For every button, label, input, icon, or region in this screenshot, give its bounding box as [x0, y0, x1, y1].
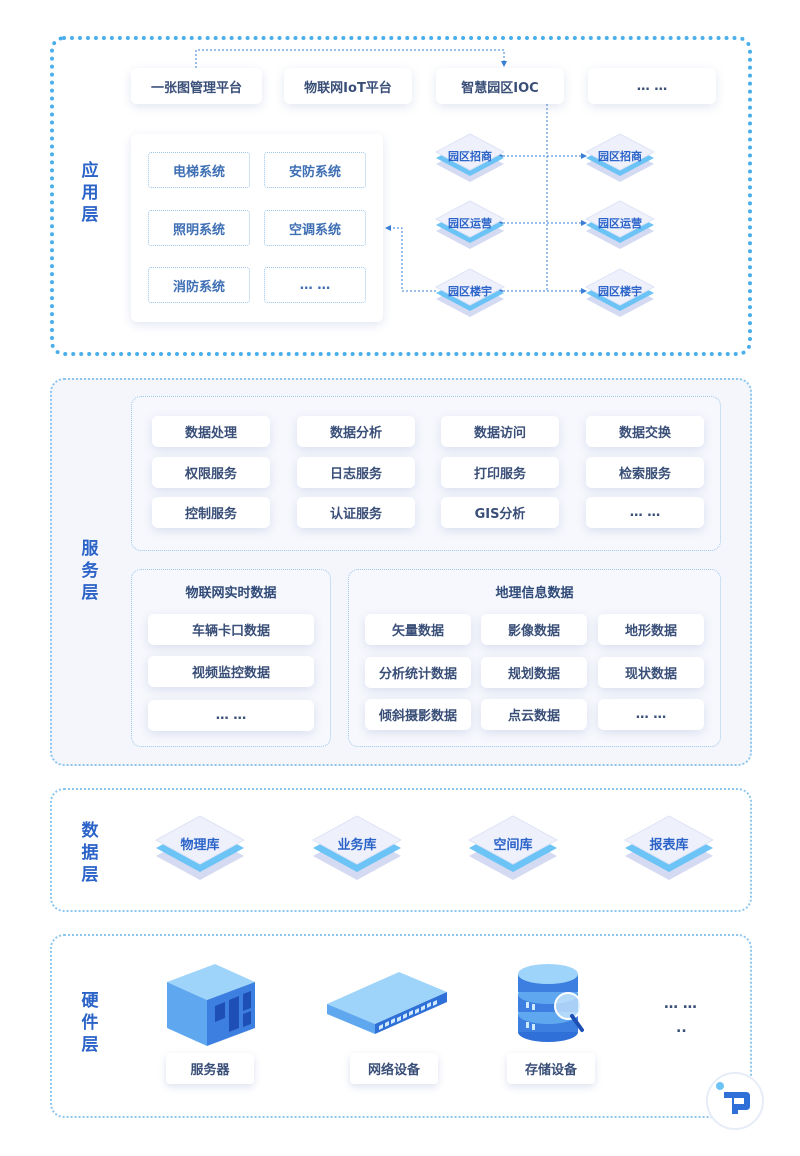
service-gis-analysis[interactable]: GIS分析 — [441, 497, 559, 528]
iot-vehicle-checkpoint[interactable]: 车辆卡口数据 — [148, 614, 314, 645]
brand-logo-icon — [706, 1072, 764, 1130]
service-auth[interactable]: 认证服务 — [297, 497, 415, 528]
service-data-analysis[interactable]: 数据分析 — [297, 416, 415, 447]
service-search[interactable]: 检索服务 — [586, 457, 704, 488]
system-hvac[interactable]: 空调系统 — [264, 210, 366, 246]
iot-video-monitoring[interactable]: 视频监控数据 — [148, 656, 314, 687]
geo-imagery[interactable]: 影像数据 — [481, 614, 587, 645]
service-permission[interactable]: 权限服务 — [152, 457, 270, 488]
platform-more[interactable]: … … — [588, 68, 716, 104]
geo-statistics[interactable]: 分析统计数据 — [365, 657, 471, 688]
server-icon — [167, 964, 255, 1046]
library-label: 空间库 — [493, 838, 533, 853]
system-security[interactable]: 安防系统 — [264, 152, 366, 188]
geo-current[interactable]: 现状数据 — [598, 657, 704, 688]
storage-icon — [518, 964, 584, 1042]
module-label: 园区招商 — [598, 150, 642, 163]
system-lighting[interactable]: 照明系统 — [148, 210, 250, 246]
module-label: 园区运营 — [598, 217, 642, 230]
stack-icon — [467, 815, 559, 880]
platform-ioc[interactable]: 智慧园区IOC — [436, 68, 564, 104]
module-label: 园区楼宇 — [448, 285, 492, 298]
geo-point-cloud[interactable]: 点云数据 — [481, 699, 587, 730]
system-elevator[interactable]: 电梯系统 — [148, 152, 250, 188]
service-data-exchange[interactable]: 数据交换 — [586, 416, 704, 447]
stack-icon — [623, 815, 715, 880]
hardware-more: … … — [664, 996, 697, 1012]
service-more[interactable]: … … — [586, 497, 704, 528]
geo-terrain[interactable]: 地形数据 — [598, 614, 704, 645]
platform-one-map[interactable]: 一张图管理平台 — [131, 68, 262, 104]
stack-icon — [434, 268, 506, 317]
library-label: 物理库 — [180, 838, 220, 853]
service-data-processing[interactable]: 数据处理 — [152, 416, 270, 447]
geo-planning[interactable]: 规划数据 — [481, 657, 587, 688]
module-label: 园区运营 — [448, 217, 492, 230]
application-layer-title: 应 用 层 — [81, 161, 99, 225]
iot-more[interactable]: … … — [148, 700, 314, 731]
library-label: 业务库 — [337, 838, 377, 853]
stack-icon — [434, 200, 506, 249]
stack-icon — [584, 200, 656, 249]
device-storage[interactable]: 存储设备 — [507, 1053, 595, 1084]
stack-icon — [584, 133, 656, 182]
stack-icon — [154, 815, 246, 880]
geo-vector[interactable]: 矢量数据 — [365, 614, 471, 645]
geo-data-title: 地理信息数据 — [495, 586, 574, 601]
stack-icon — [584, 268, 656, 317]
service-control[interactable]: 控制服务 — [152, 497, 270, 528]
module-label: 园区招商 — [448, 150, 492, 163]
service-layer-title: 服 务 层 — [81, 539, 99, 603]
hardware-more-2: .. — [676, 1020, 687, 1036]
service-data-access[interactable]: 数据访问 — [441, 416, 559, 447]
geo-oblique-photo[interactable]: 倾斜摄影数据 — [365, 699, 471, 730]
platform-iot[interactable]: 物联网IoT平台 — [284, 68, 412, 104]
device-server[interactable]: 服务器 — [166, 1053, 254, 1084]
system-fire[interactable]: 消防系统 — [148, 267, 250, 303]
system-more[interactable]: … … — [264, 267, 366, 303]
iot-data-title: 物联网实时数据 — [185, 586, 277, 601]
library-label: 报表库 — [649, 838, 689, 853]
geo-more[interactable]: … … — [598, 699, 704, 730]
data-layer-title: 数 据 层 — [81, 821, 99, 885]
module-label: 园区楼宇 — [598, 285, 642, 298]
service-print[interactable]: 打印服务 — [441, 457, 559, 488]
hardware-layer-title: 硬 件 层 — [81, 991, 99, 1055]
stack-icon — [311, 815, 403, 880]
service-log[interactable]: 日志服务 — [297, 457, 415, 488]
stack-icon — [434, 133, 506, 182]
network-switch-icon — [327, 972, 447, 1034]
device-network[interactable]: 网络设备 — [350, 1053, 438, 1084]
